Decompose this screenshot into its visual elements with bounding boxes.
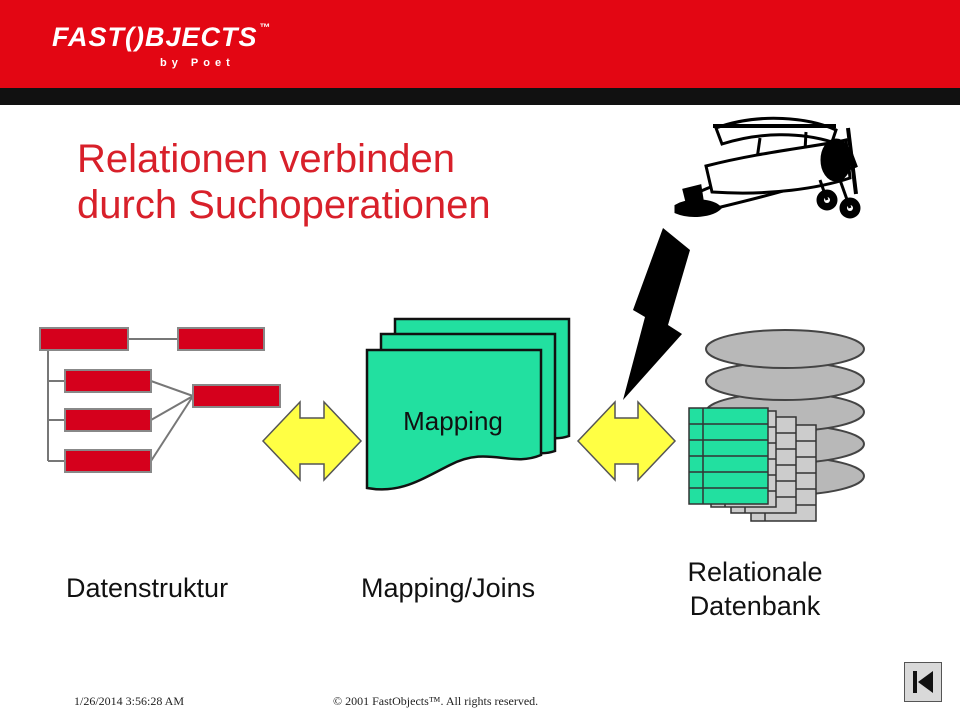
- label-relational-db: Relationale Datenbank: [669, 555, 841, 623]
- first-slide-button[interactable]: [904, 662, 942, 702]
- logo-subtitle: by Poet: [160, 57, 235, 69]
- header-divider: [0, 88, 960, 105]
- footer-timestamp: 1/26/2014 3:56:28 AM: [74, 694, 185, 708]
- label-relational-db-line1: Relationale: [687, 557, 823, 587]
- database-tables: [688, 407, 817, 522]
- logo-trademark: ™: [259, 22, 272, 34]
- lightning-bolt-icon: [623, 228, 690, 400]
- mapping-documents: [365, 317, 571, 491]
- header-banner: [0, 0, 960, 88]
- tree-nodes: [39, 327, 281, 473]
- data-structure-tree: [47, 338, 194, 462]
- tree-node: [39, 327, 129, 351]
- biplane-icon: [674, 116, 861, 219]
- footer-copyright: © 2001 FastObjects™. All rights reserved…: [333, 694, 539, 708]
- logo-text: FAST()BJECTS: [52, 22, 258, 52]
- label-mapping-joins: Mapping/Joins: [361, 573, 536, 603]
- double-arrow-left-icon: [261, 400, 363, 482]
- label-data-structure: Datenstruktur: [66, 573, 229, 603]
- table-icon: [688, 407, 769, 505]
- tree-node: [64, 449, 152, 473]
- tree-node: [64, 369, 152, 393]
- tree-node: [192, 384, 281, 408]
- first-slide-icon: [913, 671, 933, 693]
- double-arrow-right-icon: [576, 400, 677, 482]
- mapping-label: Mapping: [403, 406, 503, 436]
- slide-title-line1: Relationen verbinden: [77, 137, 456, 181]
- tree-node: [177, 327, 265, 351]
- slide-title-line2: durch Suchoperationen: [77, 183, 491, 227]
- tree-node: [64, 408, 152, 432]
- slide-title: Relationen verbinden durch Suchoperation…: [77, 136, 491, 228]
- label-relational-db-line2: Datenbank: [689, 591, 821, 621]
